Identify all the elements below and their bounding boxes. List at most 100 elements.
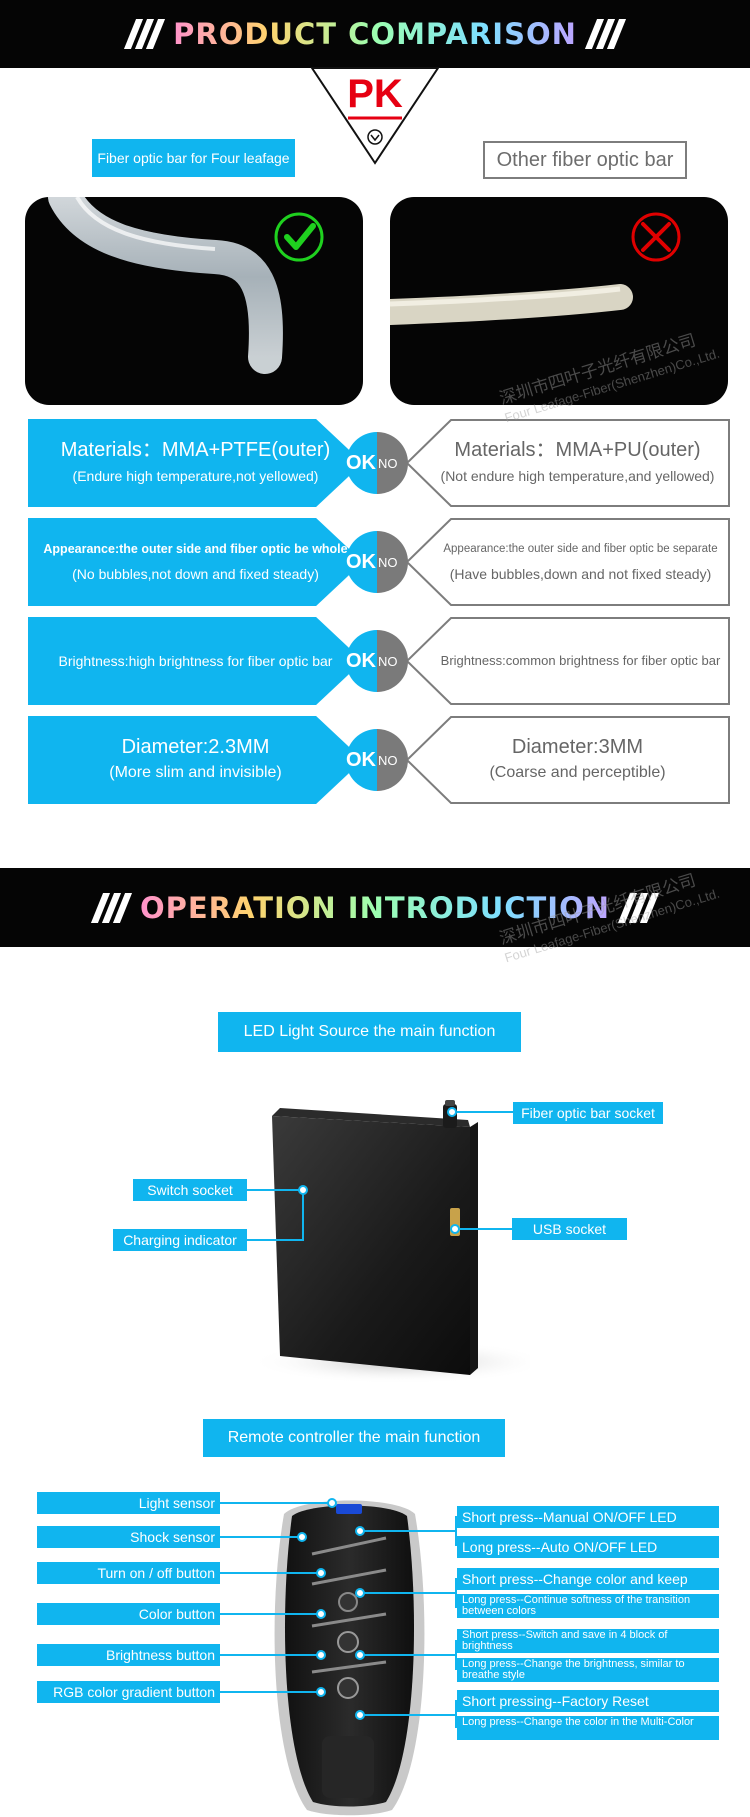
ok-text: OK (346, 432, 377, 494)
led-light-source-device (220, 1090, 550, 1390)
slash-decoration-left (124, 19, 166, 49)
callout-line (362, 1592, 457, 1594)
long-press-breathe-label: Long press--Change the brightness, simil… (457, 1658, 719, 1682)
appearance-right-main: Appearance:the outer side and fiber opti… (443, 543, 718, 555)
ok-text: OK (346, 630, 377, 692)
appearance-right-sub: (Have bubbles,down and not fixed steady) (449, 566, 712, 582)
shock-sensor-label: Shock sensor (37, 1526, 220, 1548)
diameter-left: Diameter:2.3MM (More slim and invisible) (28, 716, 363, 804)
banner-title: PRODUCT COMPARISON (159, 17, 591, 51)
materials-right: Materials：MMA+PU(outer) (Not endure high… (405, 419, 730, 507)
callout-line (362, 1654, 457, 1656)
check-mark-icon (287, 225, 313, 251)
led-section-title: LED Light Source the main function (218, 1012, 521, 1052)
four-leafage-photo (25, 197, 363, 405)
appearance-right: Appearance:the outer side and fiber opti… (405, 518, 730, 606)
materials-right-main: Materials：MMA+PU(outer) (454, 439, 701, 461)
no-text: NO (377, 531, 408, 593)
brightness-left-main: Brightness:high brightness for fiber opt… (58, 653, 333, 669)
no-text: NO (377, 729, 408, 791)
callout-line (362, 1530, 457, 1532)
shock-sensor-dot (297, 1532, 307, 1542)
brightness-right: Brightness:common brightness for fiber o… (405, 617, 730, 705)
callout-line (220, 1572, 319, 1574)
turn-on-off-button-label: Turn on / off button (37, 1562, 220, 1584)
diameter-right-main: Diameter:3MM (511, 736, 644, 758)
appearance-left-main: Appearance:the outer side and fiber opti… (43, 542, 348, 556)
charging-indicator-label: Charging indicator (113, 1229, 247, 1251)
product-comparison-banner: PRODUCT COMPARISON (0, 0, 750, 68)
slash-decoration-right (584, 19, 626, 49)
brightness-button-label: Brightness button (37, 1644, 220, 1666)
rgb-right-dot (355, 1710, 365, 1720)
materials-left: Materials：MMA+PTFE(outer) (Endure high t… (28, 419, 363, 507)
callout-line (220, 1502, 330, 1504)
rgb-gradient-dot (316, 1687, 326, 1697)
rgb-gradient-button-label: RGB color gradient button (37, 1681, 220, 1703)
remote-controller-device (262, 1492, 437, 1817)
other-bar-photo (390, 197, 728, 405)
color-right-dot (355, 1588, 365, 1598)
long-press-multicolor-label: Long press--Change the color in the Mult… (457, 1716, 719, 1740)
no-text: NO (377, 432, 408, 494)
pk-badge: PK (310, 66, 440, 166)
other-bar-label: Other fiber optic bar (483, 141, 687, 179)
no-text: NO (377, 630, 408, 692)
ok-no-badge: OK NO (346, 729, 408, 791)
long-press-transition-label: Long press--Continue softness of the tra… (457, 1594, 719, 1618)
comparison-row-appearance: Appearance:the outer side and fiber opti… (28, 518, 730, 606)
operation-introduction-banner: OPERATION INTRODUCTION (0, 868, 750, 947)
remote-section-title: Remote controller the main function (203, 1419, 505, 1457)
long-press-auto-label: Long press--Auto ON/OFF LED (457, 1536, 719, 1558)
usb-socket-dot (450, 1224, 460, 1234)
callout-line (220, 1654, 319, 1656)
color-button-label: Color button (37, 1603, 220, 1625)
fiber-optic-bar-socket-label: Fiber optic bar socket (513, 1102, 663, 1124)
fiber-socket-dot (447, 1107, 457, 1117)
ok-no-badge: OK NO (346, 531, 408, 593)
diameter-right: Diameter:3MM (Coarse and perceptible) (405, 716, 730, 804)
onoff-right-dot (355, 1526, 365, 1536)
callout-line (247, 1239, 303, 1241)
callout-line (362, 1714, 457, 1716)
materials-left-main: Materials：MMA+PTFE(outer) (60, 439, 331, 461)
appearance-left-sub: (No bubbles,not down and fixed steady) (72, 566, 319, 582)
slash-decoration-right (617, 892, 660, 923)
brightness-right-main: Brightness:common brightness for fiber o… (440, 653, 721, 668)
four-leafage-label: Fiber optic bar for Four leafage (92, 139, 295, 177)
switch-socket-label: Switch socket (133, 1179, 247, 1201)
callout-line (220, 1691, 319, 1693)
ok-text: OK (346, 729, 377, 791)
light-sensor-label: Light sensor (37, 1492, 220, 1514)
diameter-left-sub: (More slim and invisible) (109, 764, 282, 781)
materials-left-sub: (Endure high temperature,not yellowed) (72, 468, 319, 484)
usb-socket-label: USB socket (512, 1218, 627, 1240)
diameter-right-sub: (Coarse and perceptible) (489, 764, 666, 781)
turn-on-off-dot (316, 1568, 326, 1578)
callout-line (460, 1228, 512, 1230)
short-press-change-color-label: Short press--Change color and keep (457, 1568, 719, 1590)
short-press-brightness-label: Short press--Switch and save in 4 block … (457, 1629, 719, 1653)
short-press-manual-label: Short press--Manual ON/OFF LED (457, 1506, 719, 1528)
slash-decoration-left (90, 892, 133, 923)
callout-line (302, 1194, 304, 1241)
ok-text: OK (346, 531, 377, 593)
callout-line (220, 1536, 300, 1538)
callout-line (220, 1613, 319, 1615)
materials-right-sub: (Not endure high temperature,and yellowe… (440, 468, 715, 484)
brightness-left: Brightness:high brightness for fiber opt… (28, 617, 363, 705)
color-button-dot (316, 1609, 326, 1619)
comparison-row-brightness: Brightness:high brightness for fiber opt… (28, 617, 730, 705)
callout-line (457, 1111, 513, 1113)
brightness-right-dot (355, 1650, 365, 1660)
banner-title: OPERATION INTRODUCTION (126, 891, 624, 925)
ok-no-badge: OK NO (346, 432, 408, 494)
callout-line (247, 1189, 302, 1191)
ok-no-badge: OK NO (346, 630, 408, 692)
comparison-row-diameter: Diameter:2.3MM (More slim and invisible)… (28, 716, 730, 804)
light-sensor-dot (327, 1498, 337, 1508)
brightness-button-dot (316, 1650, 326, 1660)
comparison-row-materials: Materials：MMA+PTFE(outer) (Endure high t… (28, 419, 730, 507)
pk-text: PK (347, 72, 403, 116)
appearance-left: Appearance:the outer side and fiber opti… (28, 518, 363, 606)
